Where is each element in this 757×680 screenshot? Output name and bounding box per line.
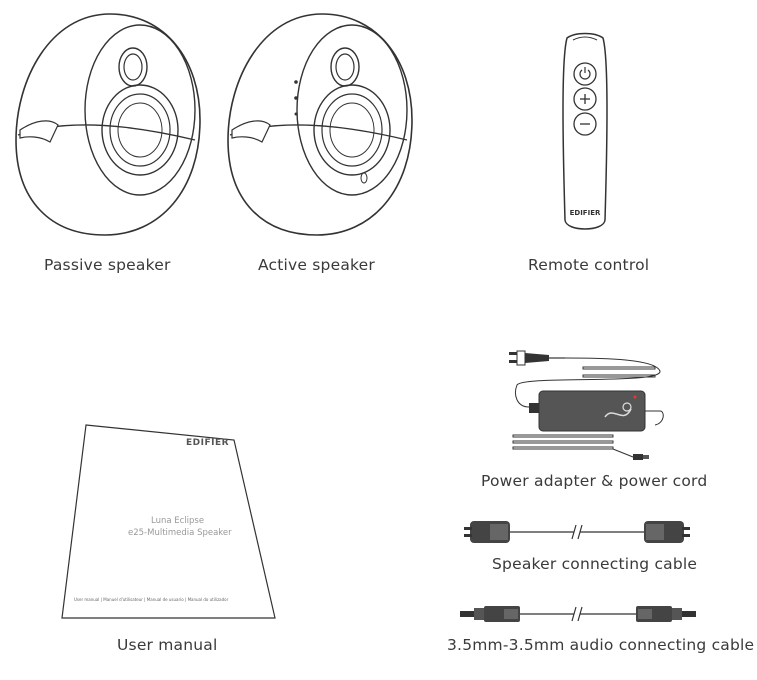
user-manual-illustration — [61, 424, 276, 619]
user-manual-label: User manual — [117, 636, 218, 654]
manual-brand-logo: EDIFIER — [186, 438, 230, 448]
passive-speaker-illustration — [15, 13, 201, 236]
remote-brand-logo: EDIFIER — [570, 209, 601, 217]
remote-control-label: Remote control — [528, 256, 650, 274]
active-speaker-illustration — [227, 13, 413, 236]
speaker-cable-illustration — [464, 521, 690, 543]
power-adapter-label: Power adapter & power cord — [481, 472, 708, 490]
manual-title: Luna Eclipse — [151, 516, 205, 526]
remote-control-illustration: EDIFIER — [562, 32, 608, 230]
passive-speaker-label: Passive speaker — [44, 256, 171, 274]
audio-cable-label: 3.5mm-3.5mm audio connecting cable — [447, 636, 755, 654]
power-adapter-illustration — [509, 350, 664, 460]
manual-subtitle: e25-Multimedia Speaker — [128, 528, 232, 538]
manual-footer: User manual | Manuel d'utilisateur | Man… — [74, 597, 229, 602]
audio-cable-illustration — [460, 606, 696, 622]
active-speaker-label: Active speaker — [258, 256, 375, 274]
speaker-cable-label: Speaker connecting cable — [492, 555, 698, 573]
